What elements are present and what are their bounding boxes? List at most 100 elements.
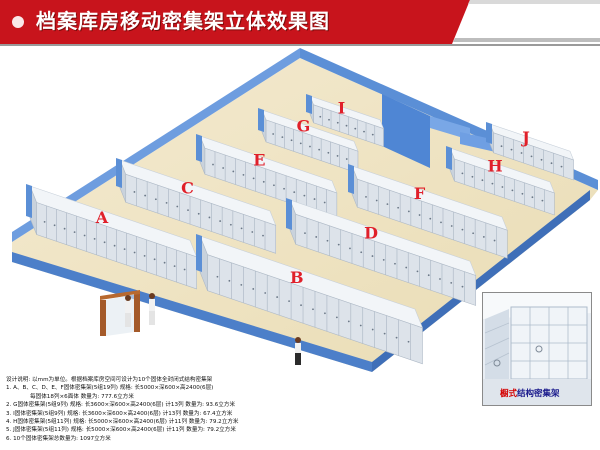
entrance-door xyxy=(100,290,140,336)
rack-handle xyxy=(83,234,86,237)
rack-handle xyxy=(228,279,231,282)
note-line: 4. H固体密集架(5组11列) 规格: 长5000×深600×高2400(6层… xyxy=(6,419,239,426)
caption-suffix: 结构密集架 xyxy=(517,389,560,399)
note-line: 1. A、B、C、D、E、F固体密集架(5组19列) 规格: 长5000×深60… xyxy=(6,385,214,392)
note-line: 2. G固体密集架(5组9列) 规格: 长3600×深600×高2400(6层)… xyxy=(6,402,236,409)
rack-handle xyxy=(511,189,514,192)
rack-handle xyxy=(222,167,225,169)
shelving-group xyxy=(26,94,575,365)
rack-handle xyxy=(450,281,453,284)
zone-label: A xyxy=(95,208,109,227)
rack-handle xyxy=(397,206,400,209)
rack-handle xyxy=(123,248,126,251)
rack-handle xyxy=(450,225,453,227)
rack-handle xyxy=(53,224,56,227)
rack-handle xyxy=(187,209,189,212)
rack-handle xyxy=(405,266,408,269)
rack-endcap xyxy=(196,234,202,272)
rack-handle xyxy=(359,324,362,327)
rack-handle xyxy=(337,243,340,246)
rack-handle xyxy=(173,265,176,267)
rack-handle xyxy=(461,285,464,288)
rack-handle xyxy=(371,133,374,136)
rack-handle xyxy=(491,182,494,185)
rack-handle xyxy=(315,236,318,238)
rack-handle xyxy=(133,251,136,254)
rack-endcap xyxy=(116,158,122,188)
design-notes: 设计说明: 以mm为单位。根据档案库房空间可设计为10个固体全封闭式结构密集架 … xyxy=(6,376,326,443)
rack-handle xyxy=(324,312,326,315)
person-figure xyxy=(125,295,131,327)
rack-handle xyxy=(550,162,553,165)
cabinet-photo xyxy=(482,292,592,406)
rack-endcap xyxy=(446,146,452,170)
rack-handle xyxy=(113,244,116,247)
note-line: 设计说明: 以mm为单位。根据档案库房空间可设计为10个固体全封闭式结构密集架 xyxy=(6,377,213,383)
rack-handle xyxy=(386,203,389,206)
rack-handle xyxy=(288,300,290,303)
rack-handle xyxy=(240,283,243,286)
rack-handle xyxy=(251,231,254,233)
rack-handle xyxy=(382,259,385,261)
rack-handle xyxy=(219,220,222,222)
rack-handle xyxy=(304,232,306,235)
zone-label: H xyxy=(487,157,502,176)
rack-handle xyxy=(300,304,302,307)
front-wall-right xyxy=(372,190,590,372)
rack-handle xyxy=(481,179,484,182)
zone-label: G xyxy=(297,117,311,136)
rack-handle xyxy=(326,239,329,242)
rack-handle xyxy=(471,175,474,178)
rack-handle xyxy=(313,198,316,200)
rack-handle xyxy=(345,124,348,127)
rack-handle xyxy=(165,201,168,204)
rack-handle xyxy=(461,228,464,231)
rack-handle xyxy=(521,192,524,195)
rack-handle xyxy=(293,191,296,194)
rack-handle xyxy=(212,163,214,166)
rack-handle xyxy=(176,205,179,208)
rack-handle xyxy=(461,172,464,175)
rack-handle xyxy=(163,261,166,264)
rack-handle xyxy=(153,258,156,261)
zone-label: F xyxy=(414,184,426,203)
rack-handle xyxy=(493,239,496,242)
rack-handle xyxy=(264,292,267,294)
rack-endcap xyxy=(306,94,312,114)
rack-handle xyxy=(371,255,374,257)
rack-handle xyxy=(303,194,306,197)
rack-handle xyxy=(252,288,255,290)
rack-handle xyxy=(216,275,219,278)
rack-handle xyxy=(354,127,357,130)
rack-handle xyxy=(336,121,339,124)
rack-handle xyxy=(73,231,76,234)
partition-wall xyxy=(382,94,430,168)
rack-handle xyxy=(520,152,523,154)
rack-handle xyxy=(418,214,421,216)
caption-prefix: 橱式 xyxy=(500,389,518,399)
rack-endcap xyxy=(286,198,292,230)
rack-handle xyxy=(290,139,293,142)
rack-handle xyxy=(365,195,367,198)
rack-handle xyxy=(439,278,441,280)
rack-endcap xyxy=(196,134,202,162)
rack-handle xyxy=(312,308,314,311)
rack-handle xyxy=(299,142,302,145)
rack-handle xyxy=(252,177,255,180)
rack-handle xyxy=(327,151,330,154)
rack-handle xyxy=(144,194,147,197)
rack-handle xyxy=(531,196,534,199)
rack-handle xyxy=(197,212,200,215)
zone-label: D xyxy=(364,223,378,242)
rack-handle xyxy=(530,155,533,158)
zone-label: E xyxy=(253,150,265,169)
rack-handle xyxy=(335,316,338,319)
rack-handle xyxy=(272,133,275,135)
rack-endcap xyxy=(348,164,354,194)
rack-handle xyxy=(336,155,339,157)
rack-handle xyxy=(273,184,275,187)
zone-label: C xyxy=(181,179,194,198)
title-banner xyxy=(0,0,600,46)
note-line: 5. J固体密集架(5组11列) 规格: 长5000×深600×高2400(6层… xyxy=(6,427,236,434)
